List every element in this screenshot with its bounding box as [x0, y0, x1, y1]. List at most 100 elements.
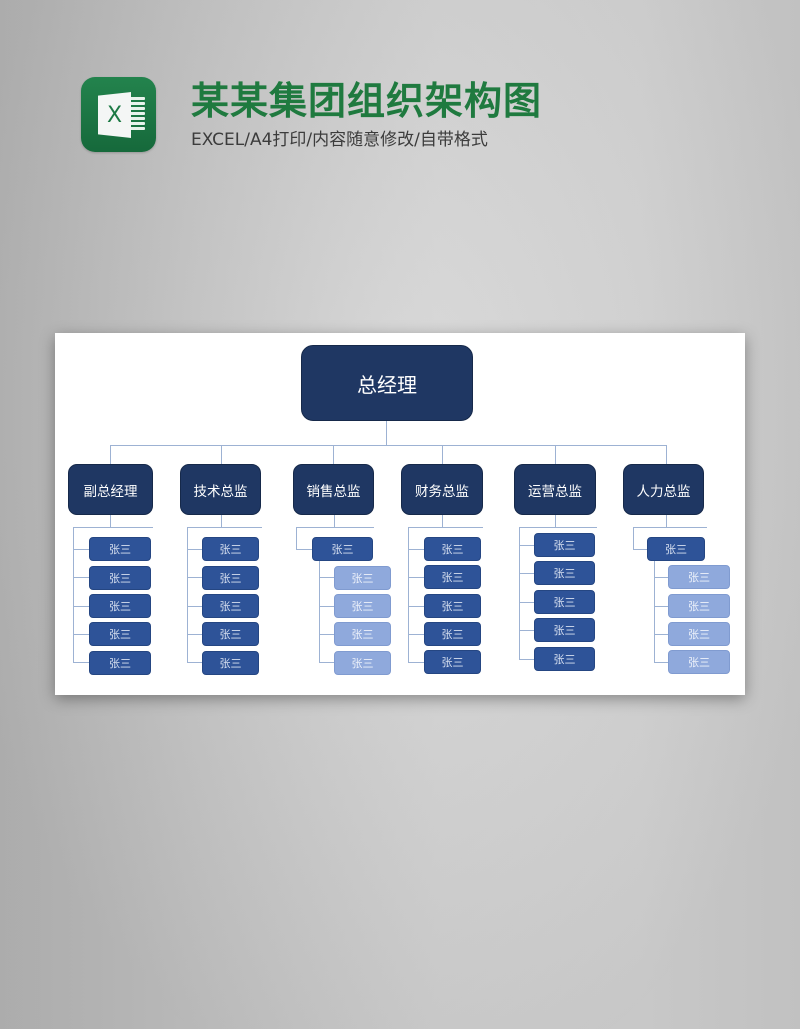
connector [408, 527, 409, 663]
connector-horizontal [110, 445, 667, 446]
staff-label: 张三 [351, 628, 374, 641]
connector [442, 445, 443, 464]
staff-node[interactable]: 张三 [668, 650, 730, 674]
connector [519, 527, 597, 528]
staff-label: 张三 [441, 628, 464, 641]
staff-node[interactable]: 张三 [534, 618, 595, 642]
staff-label: 张三 [219, 657, 242, 670]
staff-node[interactable]: 张三 [534, 590, 595, 614]
staff-label: 张三 [441, 543, 464, 556]
node-deputy-gm[interactable]: 副总经理 [68, 464, 153, 515]
staff-node[interactable]: 张三 [534, 533, 595, 557]
connector [408, 549, 424, 550]
connector [187, 527, 262, 528]
staff-node[interactable]: 张三 [334, 651, 391, 675]
connector [319, 606, 334, 607]
connector [555, 515, 556, 527]
node-finance-director[interactable]: 财务总监 [401, 464, 483, 515]
staff-label: 张三 [688, 628, 710, 641]
connector [73, 527, 153, 528]
staff-label: 张三 [219, 628, 242, 641]
connector [319, 561, 320, 663]
connector [654, 634, 668, 635]
staff-label: 张三 [109, 628, 131, 641]
staff-node[interactable]: 张三 [534, 561, 595, 585]
connector [187, 606, 202, 607]
staff-label: 张三 [219, 572, 242, 585]
node-label: 总经理 [357, 372, 417, 397]
connector [654, 606, 668, 607]
staff-node[interactable]: 张三 [334, 622, 391, 646]
connector [408, 662, 424, 663]
staff-node[interactable]: 张三 [202, 566, 259, 590]
connector [73, 606, 89, 607]
excel-x-letter: X [106, 102, 123, 128]
connector [666, 445, 667, 464]
hr-lead-node[interactable]: 张三 [647, 537, 705, 561]
excel-icon: X [81, 77, 156, 152]
staff-label: 张三 [441, 656, 464, 669]
staff-node[interactable]: 张三 [424, 650, 481, 674]
staff-node[interactable]: 张三 [89, 537, 151, 561]
connector [408, 634, 424, 635]
staff-node[interactable]: 张三 [202, 622, 259, 646]
connector [73, 634, 89, 635]
staff-label: 张三 [688, 600, 710, 613]
connector [408, 606, 424, 607]
staff-node[interactable]: 张三 [89, 566, 151, 590]
staff-node[interactable]: 张三 [334, 566, 391, 590]
connector [187, 634, 202, 635]
staff-node[interactable]: 张三 [334, 594, 391, 618]
node-sales-director[interactable]: 销售总监 [293, 464, 374, 515]
connector [187, 527, 188, 663]
connector [73, 549, 89, 550]
spreadsheet-grid-icon [129, 97, 145, 133]
staff-node[interactable]: 张三 [202, 651, 259, 675]
staff-label: 张三 [351, 657, 374, 670]
node-hr-director[interactable]: 人力总监 [623, 464, 704, 515]
connector [110, 515, 111, 527]
staff-label: 张三 [688, 571, 710, 584]
connector [519, 573, 534, 574]
staff-node[interactable]: 张三 [89, 594, 151, 618]
staff-node[interactable]: 张三 [668, 594, 730, 618]
connector [73, 577, 89, 578]
staff-label: 张三 [109, 657, 131, 670]
root-node-general-manager[interactable]: 总经理 [301, 345, 473, 421]
staff-node[interactable]: 张三 [424, 594, 481, 618]
staff-label: 张三 [109, 543, 131, 556]
sales-lead-node[interactable]: 张三 [312, 537, 373, 561]
staff-node[interactable]: 张三 [424, 565, 481, 589]
connector [73, 527, 74, 663]
node-operations-director[interactable]: 运营总监 [514, 464, 596, 515]
staff-node[interactable]: 张三 [668, 622, 730, 646]
connector [654, 561, 655, 663]
connector [221, 445, 222, 464]
staff-node[interactable]: 张三 [202, 537, 259, 561]
staff-node[interactable]: 张三 [534, 647, 595, 671]
connector [519, 602, 534, 603]
staff-node[interactable]: 张三 [668, 565, 730, 589]
staff-label: 张三 [109, 572, 131, 585]
staff-label: 张三 [553, 596, 576, 609]
connector [73, 662, 89, 663]
connector [654, 662, 668, 663]
staff-node[interactable]: 张三 [424, 622, 481, 646]
page-subtitle: EXCEL/A4打印/内容随意修改/自带格式 [191, 130, 488, 150]
connector [519, 527, 520, 660]
staff-label: 张三 [553, 567, 576, 580]
connector-root-down [386, 421, 387, 445]
staff-node[interactable]: 张三 [89, 651, 151, 675]
staff-node[interactable]: 张三 [424, 537, 481, 561]
staff-label: 张三 [688, 656, 710, 669]
staff-label: 张三 [665, 543, 687, 556]
connector [319, 577, 334, 578]
node-cto[interactable]: 技术总监 [180, 464, 261, 515]
node-label: 技术总监 [193, 483, 248, 500]
connector [519, 630, 534, 631]
connector [519, 545, 534, 546]
staff-node[interactable]: 张三 [89, 622, 151, 646]
staff-label: 张三 [441, 571, 464, 584]
staff-node[interactable]: 张三 [202, 594, 259, 618]
node-label: 副总经理 [83, 483, 138, 500]
